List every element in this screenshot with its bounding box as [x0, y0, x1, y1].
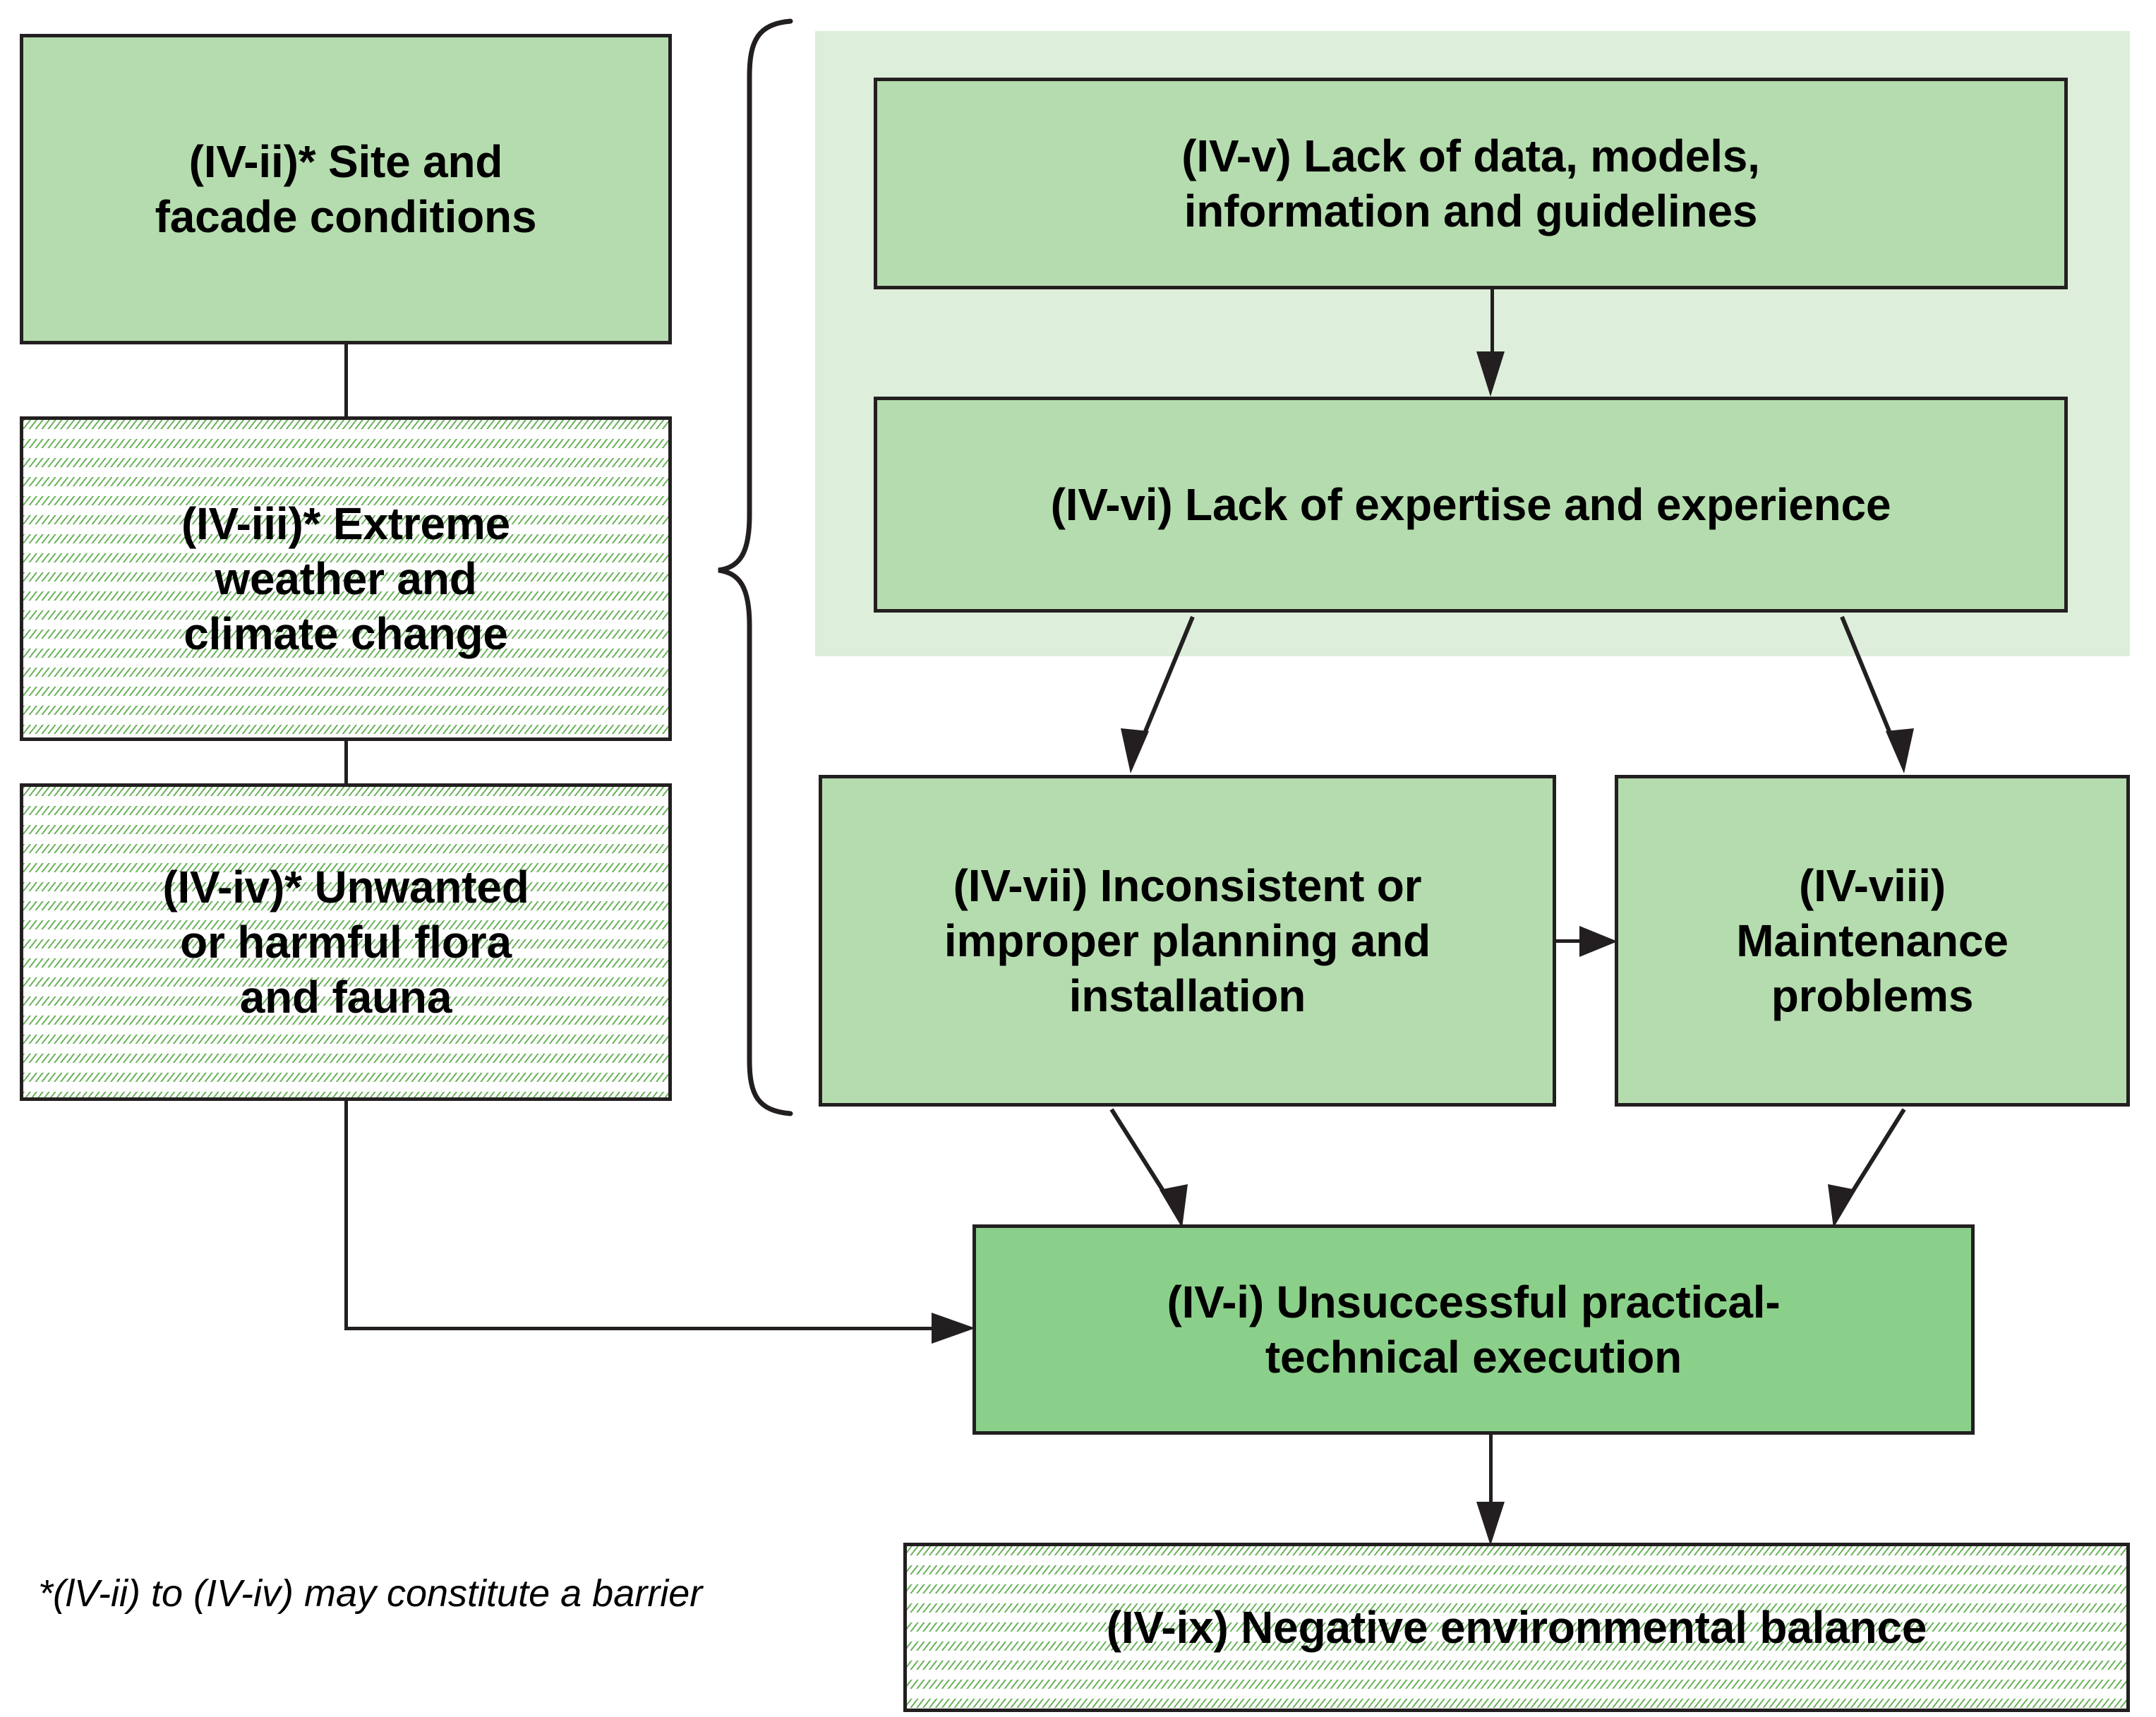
edge-iv-v-to-iv-vi-arrowhead — [1476, 351, 1505, 397]
node-iv-i-line2: technical execution — [1265, 1332, 1682, 1382]
edge-iv-iii-to-iv-iv — [344, 741, 348, 785]
edge-iv-vi-to-iv-vii — [1121, 615, 1195, 773]
edge-iv-v-to-iv-vi-line — [1490, 289, 1494, 368]
node-iv-vii-line3: installation — [1068, 970, 1306, 1022]
edge-iv-i-to-iv-ix-line — [1489, 1435, 1493, 1521]
node-iv-vi-line1: (IV-vi) Lack of expertise and experience — [1050, 478, 1891, 530]
node-iv-iv[interactable]: (IV-iv)* Unwanted or harmful flora and f… — [20, 783, 672, 1101]
node-iv-vii-line2: improper planning and — [944, 915, 1431, 966]
node-iv-v[interactable]: (IV-v) Lack of data, models, information… — [874, 78, 2068, 289]
edge-iv-iv-to-iv-i-horizontal — [344, 1327, 944, 1330]
edge-iv-vii-to-iv-i — [1109, 1108, 1188, 1228]
grouping-brace-icon — [718, 18, 793, 1116]
node-iv-viii-line1: (IV-viii) — [1798, 860, 1946, 911]
edge-iv-iv-to-iv-i-vertical — [344, 1100, 348, 1329]
edge-iv-viii-to-iv-i — [1828, 1108, 1906, 1228]
node-iv-vii-line1: (IV-vii) Inconsistent or — [953, 860, 1422, 911]
node-iv-ix[interactable]: (IV-ix) Negative environmental balance — [903, 1543, 2130, 1712]
edge-iv-vii-to-iv-viii-line — [1556, 939, 1590, 943]
footnote-text: *(lV-ii) to (IV-iv) may constitute a bar… — [38, 1476, 871, 1717]
node-iv-iv-line1: (IV-iv)* Unwanted — [162, 861, 529, 912]
node-iv-ii[interactable]: (IV-ii)* Site and facade conditions — [20, 34, 672, 344]
node-iv-vi[interactable]: (IV-vi) Lack of expertise and experience — [874, 397, 2068, 613]
footnote-line-2: by themselves or by not being taken into — [38, 1711, 871, 1717]
node-iv-iii[interactable]: (IV-iii)* Extreme weather and climate ch… — [20, 416, 672, 741]
node-iv-viii-line2: Maintenance — [1736, 915, 2009, 966]
edge-iv-iv-to-iv-i-arrowhead — [932, 1313, 975, 1344]
node-iv-vii[interactable]: (IV-vii) Inconsistent or improper planni… — [819, 775, 1556, 1107]
node-iv-viii-line3: problems — [1771, 970, 1974, 1022]
node-iv-iv-line2: or harmful flora — [180, 916, 512, 968]
node-iv-viii[interactable]: (IV-viii) Maintenance problems — [1615, 775, 2130, 1107]
node-iv-v-line2: information and guidelines — [1184, 186, 1758, 236]
edge-iv-i-to-iv-ix-arrowhead — [1476, 1502, 1505, 1546]
edge-iv-ii-to-iv-iii — [344, 344, 348, 418]
node-iv-iv-line3: and fauna — [239, 972, 452, 1023]
node-iv-i-line1: (IV-i) Unsuccessful practical- — [1167, 1276, 1781, 1327]
node-iv-ix-line1: (IV-ix) Negative environmental balance — [1106, 1601, 1927, 1653]
node-iv-v-line1: (IV-v) Lack of data, models, — [1181, 130, 1760, 181]
node-iv-i[interactable]: (IV-i) Unsuccessful practical- technical… — [972, 1224, 1975, 1435]
node-iv-ii-line2: facade conditions — [155, 191, 537, 242]
node-iv-iii-line2: weather and — [215, 553, 477, 604]
node-iv-iii-line3: climate change — [183, 608, 508, 660]
node-iv-ii-line1: (IV-ii)* Site and — [188, 135, 503, 187]
edge-iv-vi-to-iv-viii — [1840, 615, 1914, 773]
edge-iv-vii-to-iv-viii-arrowhead — [1579, 926, 1618, 957]
footnote-line-1: *(lV-ii) to (IV-iv) may constitute a bar… — [38, 1572, 703, 1615]
node-iv-iii-line1: (IV-iii)* Extreme — [181, 498, 511, 549]
